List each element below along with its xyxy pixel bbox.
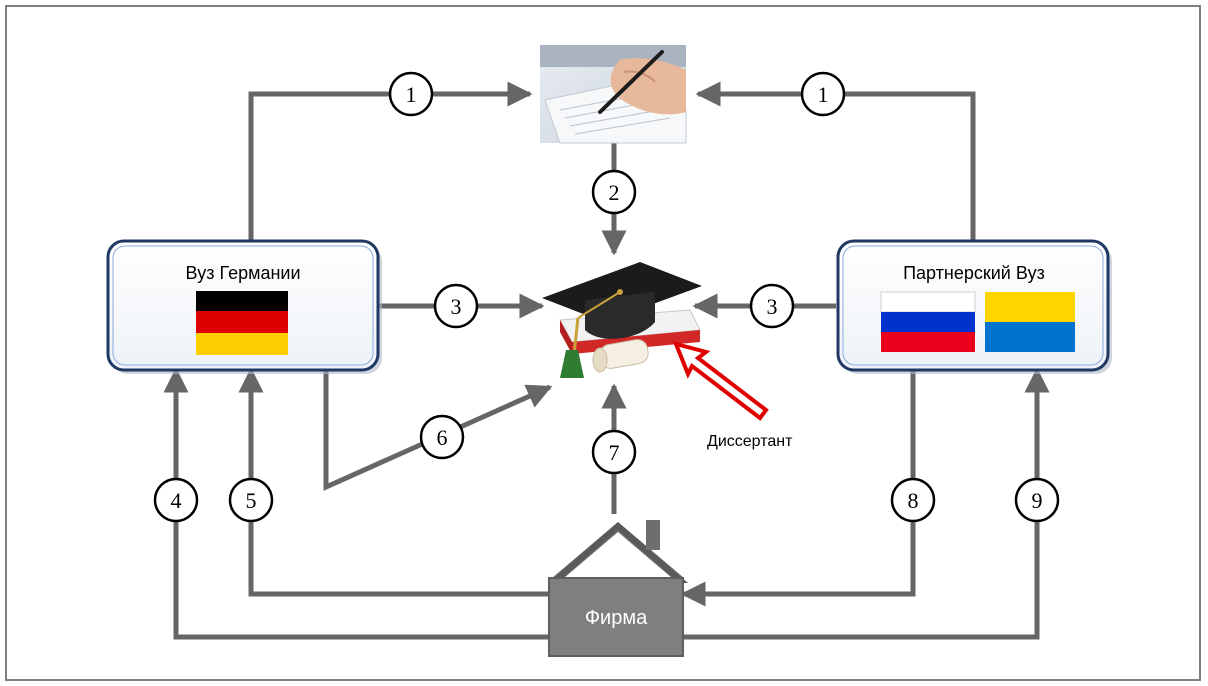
chimney-icon bbox=[646, 520, 660, 550]
diagram-frame bbox=[5, 5, 1201, 681]
edge-label-7: 7 bbox=[591, 429, 637, 475]
contract-signing-image bbox=[540, 45, 687, 144]
svg-text:7: 7 bbox=[609, 440, 620, 465]
edge-1-right bbox=[695, 81, 976, 242]
svg-text:4: 4 bbox=[171, 488, 182, 513]
dissertant-label: Диссертант bbox=[707, 433, 793, 450]
graduate-image bbox=[542, 262, 702, 378]
pen-icon bbox=[598, 50, 664, 114]
edge-6 bbox=[323, 368, 553, 491]
edge-label-3-left: 3 bbox=[433, 283, 479, 329]
edge-5 bbox=[238, 367, 558, 597]
edge-label-8: 8 bbox=[890, 477, 936, 523]
svg-text:3: 3 bbox=[767, 294, 778, 319]
edge-label-5: 5 bbox=[228, 477, 274, 523]
edge-labels: 1 1 2 3 3 6 7 4 bbox=[153, 71, 1060, 523]
partner-university-label: Партнерский Вуз bbox=[903, 263, 1045, 283]
edge-label-3-right: 3 bbox=[749, 283, 795, 329]
svg-text:1: 1 bbox=[406, 82, 417, 107]
firm-node: Фирма bbox=[547, 520, 689, 657]
edge-4 bbox=[163, 367, 549, 640]
german-university-label: Вуз Германии bbox=[185, 263, 300, 283]
edge-label-6: 6 bbox=[419, 414, 465, 460]
germany-flag-icon bbox=[196, 291, 288, 355]
edge-label-1-left: 1 bbox=[388, 71, 434, 117]
svg-text:3: 3 bbox=[451, 294, 462, 319]
ukraine-flag-icon bbox=[985, 292, 1075, 352]
edge-9 bbox=[683, 367, 1050, 640]
edge-label-2: 2 bbox=[591, 169, 637, 215]
edge-1-left bbox=[248, 81, 533, 242]
edge-label-4: 4 bbox=[153, 477, 199, 523]
svg-text:8: 8 bbox=[908, 488, 919, 513]
partner-university-node: Партнерский Вуз bbox=[836, 239, 1112, 374]
german-university-node: Вуз Германии bbox=[106, 239, 382, 374]
dissertant-pointer-arrow bbox=[672, 341, 769, 421]
svg-text:2: 2 bbox=[609, 180, 620, 205]
edge-label-9: 9 bbox=[1014, 477, 1060, 523]
svg-text:6: 6 bbox=[437, 425, 448, 450]
edge-label-1-right: 1 bbox=[800, 71, 846, 117]
svg-text:5: 5 bbox=[246, 488, 257, 513]
svg-text:1: 1 bbox=[818, 82, 829, 107]
firm-label: Фирма bbox=[585, 607, 648, 629]
edge-8 bbox=[680, 370, 916, 607]
svg-text:9: 9 bbox=[1032, 488, 1043, 513]
russia-flag-icon bbox=[880, 291, 976, 352]
